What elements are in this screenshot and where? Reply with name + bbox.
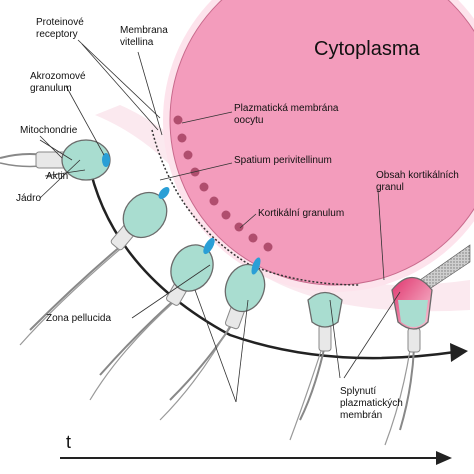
time-arc-arrowhead [450, 343, 468, 362]
cytoplasm-region [170, 0, 474, 285]
leader-line [44, 169, 86, 177]
cortical-granule [183, 150, 193, 160]
leader-line [343, 291, 401, 379]
cortical-granule [248, 233, 258, 243]
time-arc-arrow [86, 159, 456, 360]
leader-line [39, 139, 73, 161]
sperm-2-tail [29, 239, 129, 331]
sperm-5 [289, 291, 343, 441]
vitelline-membrane-label: Membrana vitellina [120, 25, 168, 48]
sperm-6 [384, 276, 433, 446]
sperm-4-tail [169, 317, 237, 401]
actin-label: Aktin [46, 171, 69, 182]
cytoplasm-label: Cytoplasma [314, 38, 420, 60]
cortical-granule-label: Kortikální granulum [258, 208, 345, 219]
sperm-2-tail [19, 244, 126, 346]
sperm-1 [0, 139, 111, 181]
leader-line [77, 39, 161, 119]
cortical-content-label: Obsah kortikálních granul [376, 170, 459, 193]
sperm-6-nucleus [398, 300, 428, 327]
sperm-6-tail [384, 349, 411, 446]
time-axis-label: t [66, 432, 72, 452]
leader-line [39, 159, 81, 199]
cortical-granule [234, 222, 244, 232]
leader-line [239, 213, 257, 229]
sperm-6-midpiece [407, 327, 421, 353]
oocyte-membrane-line [169, 0, 474, 286]
sperm-1-acrosome [102, 153, 110, 167]
time-axis-arrowhead [436, 451, 452, 465]
sperm-3-acrosome [203, 237, 215, 255]
acrosome-granule-label: Akrozomové granulum [30, 71, 86, 94]
leader-line [81, 43, 159, 131]
cortical-granule [199, 182, 209, 192]
leader-lines [39, 39, 401, 403]
perivitelline-space-label: Spatium perivitellinum [234, 155, 332, 166]
cortical-granule [263, 242, 273, 252]
leader-line [377, 189, 385, 281]
sperm-4-acrosome [251, 257, 261, 275]
leader-line [131, 264, 211, 319]
leader-line [181, 111, 233, 124]
protein-receptors-label: Proteinové receptory [36, 17, 84, 40]
sperm-5-tail [289, 347, 323, 441]
leader-line [235, 299, 249, 403]
sperm-5-midpiece [318, 324, 332, 352]
cortical-granule [221, 210, 231, 220]
leader-line [159, 162, 233, 181]
cortical-granule [173, 115, 183, 125]
sperm-2-acrosome [158, 187, 170, 199]
zona-pellucida-label: Zona pellucida [46, 313, 112, 324]
oocyte-membrane-label: Plazmatická membrána oocytu [234, 103, 339, 126]
mitochondria-label: Mitochondrie [20, 125, 78, 136]
sperm-6-tail [399, 347, 415, 431]
sperm-4 [159, 257, 266, 421]
sperm-2 [19, 187, 170, 346]
sperm-3-head [170, 244, 214, 292]
sperm-3-tail [89, 299, 177, 401]
cortical-granule [209, 196, 219, 206]
sperm-5-head [307, 291, 343, 328]
nucleus-label: Jádro [16, 193, 42, 204]
cortical-granule [177, 133, 187, 143]
leader-line [137, 51, 163, 136]
leader-line [329, 299, 341, 379]
leader-line [194, 289, 237, 403]
sperm-5-tail [299, 344, 326, 421]
membrane-fusion-label: Splynutí plazmatických membrán [340, 386, 403, 421]
sperm-4-tail [159, 321, 233, 421]
vitelline-membrane-line [151, 129, 361, 286]
leader-line [65, 85, 105, 156]
